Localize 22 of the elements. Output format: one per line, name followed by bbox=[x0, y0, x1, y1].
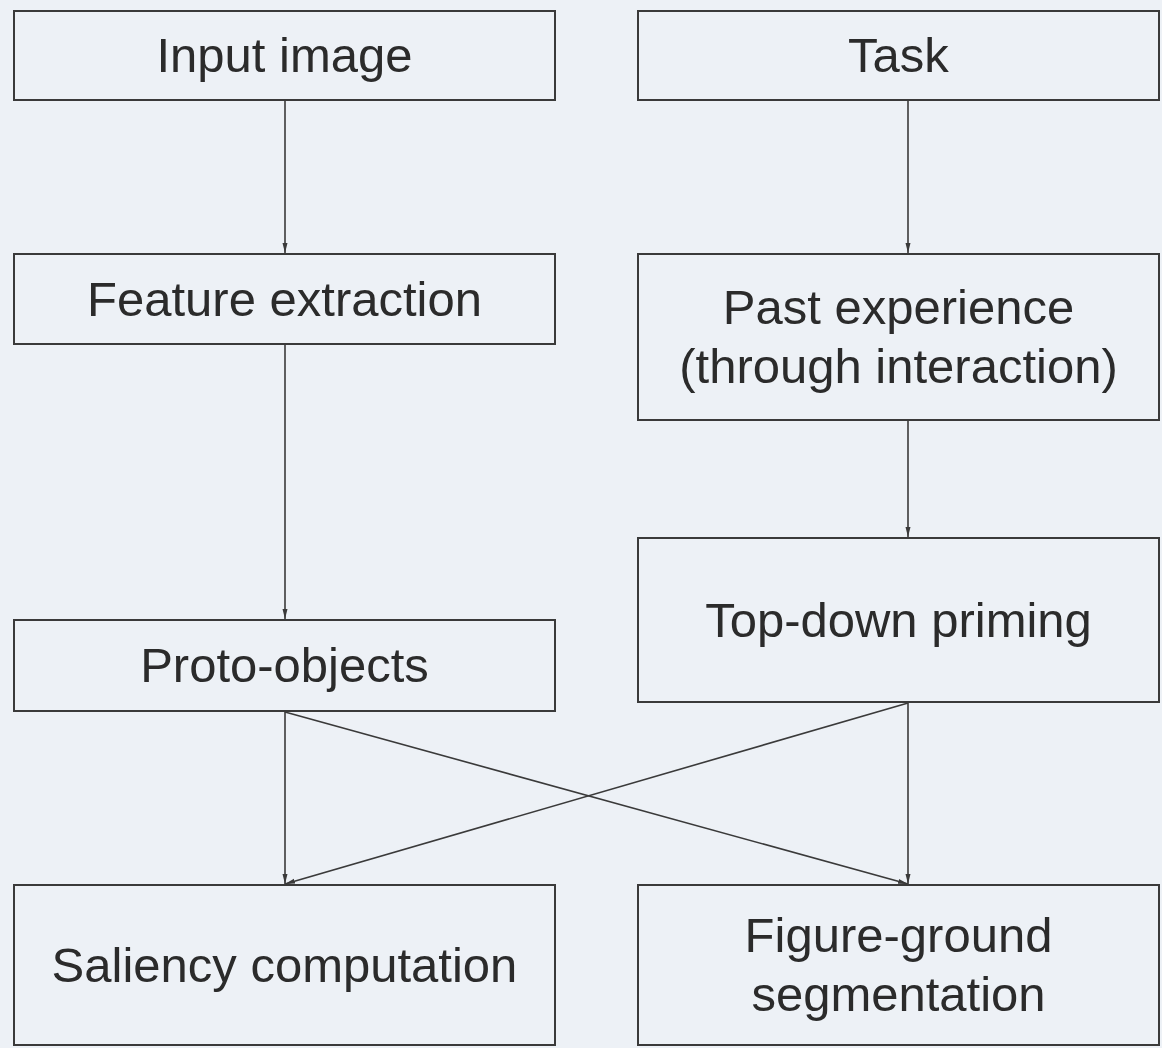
process-box bbox=[637, 10, 1160, 101]
process-box bbox=[637, 884, 1160, 1046]
process-box bbox=[637, 537, 1160, 703]
arrow bbox=[905, 420, 911, 538]
box-label: Top-down priming bbox=[705, 591, 1092, 649]
process-box bbox=[13, 10, 556, 101]
arrow bbox=[282, 344, 288, 620]
process-box bbox=[13, 619, 556, 712]
box-label: Figure-ground segmentation bbox=[743, 907, 1054, 1023]
arrow bbox=[282, 711, 288, 885]
box-label: Feature extraction bbox=[87, 270, 482, 328]
box-label: Saliency computation bbox=[51, 936, 518, 994]
box-label: Proto-objects bbox=[140, 637, 429, 695]
process-box bbox=[13, 253, 556, 345]
process-box bbox=[637, 253, 1160, 421]
process-box bbox=[13, 884, 556, 1046]
arrow bbox=[905, 702, 911, 885]
box-label: Past experience (through interaction) bbox=[678, 279, 1119, 395]
box-label: Input image bbox=[156, 27, 413, 85]
arrow bbox=[282, 100, 288, 254]
arrow bbox=[905, 100, 911, 254]
box-label: Task bbox=[848, 27, 949, 85]
